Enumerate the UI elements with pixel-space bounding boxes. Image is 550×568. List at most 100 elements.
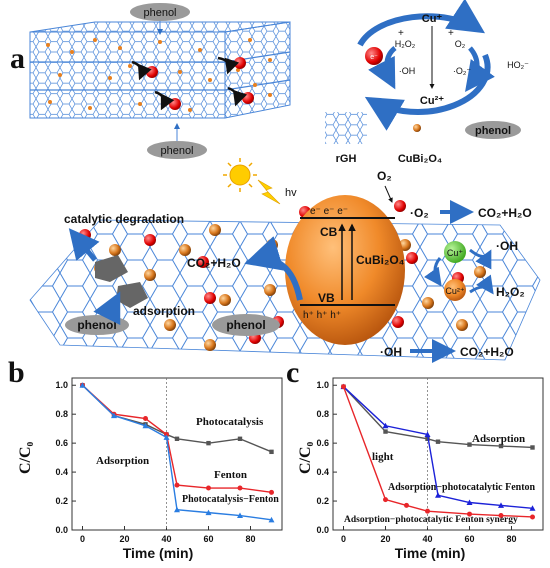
- right-reactions: O₂ ·O₂ CO₂+H₂O ·OH H₂O₂ Cu⁺ Cu²⁺ ·OH CO₂…: [377, 169, 532, 363]
- legend-cubi2o4: CuBi₂O₄: [398, 153, 442, 165]
- particle-label: CuBi₂O₄: [356, 253, 405, 267]
- adsorption-label: adsorption: [133, 304, 195, 318]
- x-tick-label: 40: [161, 534, 171, 544]
- x-tick-label: 0: [341, 534, 346, 544]
- y-tick-label: 0.4: [316, 467, 329, 477]
- data-point: [206, 440, 211, 446]
- y-tick-label: 0.8: [316, 409, 329, 419]
- svg-text:+: +: [448, 28, 454, 39]
- data-point: [79, 382, 86, 388]
- data-point: [382, 422, 389, 429]
- data-point: [205, 509, 212, 516]
- data-point: [268, 516, 275, 523]
- data-point: [467, 511, 472, 517]
- svg-text:+: +: [398, 28, 404, 39]
- data-point: [174, 436, 180, 441]
- y-tick-label: 0.4: [55, 467, 68, 477]
- x-tick-label: 40: [422, 534, 432, 544]
- panel-b-letter: b: [8, 356, 25, 389]
- y-tick-label: 0.2: [316, 496, 329, 506]
- data-point: [269, 489, 274, 495]
- left-labels: catalytic degradation adsorption CO₂+H₂O…: [64, 212, 303, 336]
- sun-icon: [223, 158, 257, 192]
- data-point: [206, 485, 211, 491]
- data-point: [467, 442, 472, 447]
- x-tick-label: 20: [119, 534, 129, 544]
- svg-text:O₂: O₂: [377, 169, 392, 183]
- y-tick-label: 0.0: [55, 525, 68, 535]
- data-point: [163, 434, 170, 440]
- svg-text:CO₂+H₂O: CO₂+H₂O: [187, 256, 241, 270]
- panel-c-letter: c: [286, 356, 299, 389]
- data-point: [435, 439, 441, 444]
- y-tick-label: 0.6: [55, 438, 68, 448]
- data-point: [498, 502, 504, 508]
- svg-text:phenol: phenol: [160, 145, 193, 157]
- catalytic-degradation-label: catalytic degradation: [64, 212, 184, 226]
- y-tick-label: 0.6: [316, 438, 329, 448]
- chart-c-xlabel: Time (min): [395, 545, 466, 561]
- sheet-electrons: [131, 56, 254, 111]
- data-point: [529, 505, 536, 511]
- lightning-icon: [257, 179, 281, 205]
- svg-text:O₂: O₂: [455, 39, 466, 49]
- cb-label: CB: [320, 225, 338, 239]
- cycle-cu-plus: Cu⁺: [422, 13, 443, 25]
- y-tick-label: 1.0: [55, 380, 68, 390]
- panel-a-letter: a: [10, 42, 25, 75]
- svg-text:phenol: phenol: [143, 7, 176, 19]
- svg-text:Cu²⁺: Cu²⁺: [445, 286, 465, 296]
- chart-c-ylabel: C/C₀: [297, 441, 314, 474]
- chart-c-label-apf: Adsorption−photocatalytic Fenton: [388, 482, 536, 493]
- svg-text:·OH: ·OH: [399, 66, 416, 76]
- chart-b-label-fenton: Fenton: [214, 469, 247, 481]
- series-line: [82, 384, 272, 494]
- legend: rGH CuBi₂O₄ phenol: [325, 112, 521, 165]
- chart-b-xlabel: Time (min): [123, 545, 194, 561]
- data-point: [498, 443, 504, 449]
- svg-text:·O₂: ·O₂: [410, 206, 429, 220]
- svg-text:h⁺ h⁺ h⁺: h⁺ h⁺ h⁺: [303, 310, 341, 321]
- data-point: [424, 431, 431, 437]
- svg-text:e⁻ e⁻ e⁻: e⁻ e⁻ e⁻: [310, 206, 348, 217]
- data-point: [530, 514, 535, 520]
- x-tick-label: 0: [80, 534, 85, 544]
- plot-frame: [71, 377, 283, 531]
- svg-text:e⁻: e⁻: [370, 54, 378, 61]
- data-point: [383, 497, 388, 503]
- chart-b-ylabel: C/C₀: [17, 441, 34, 474]
- cu-redox-cycle: e⁻ Cu⁺ Cu²⁺ H₂O₂ ·OH O₂ ·O₂⁻ HO₂⁻ + +: [357, 0, 529, 131]
- y-tick-label: 0.0: [316, 525, 329, 535]
- chart-c-label-adsorption: Adsorption: [472, 433, 525, 445]
- x-tick-label: 80: [245, 534, 255, 544]
- data-point: [498, 513, 504, 519]
- data-point: [425, 436, 430, 441]
- data-point: [404, 502, 409, 508]
- data-point: [143, 416, 148, 422]
- data-point: [111, 412, 117, 419]
- y-tick-label: 0.8: [55, 409, 68, 419]
- svg-text:Cu⁺: Cu⁺: [447, 248, 464, 258]
- stacked-graphene-sheets: [29, 21, 291, 119]
- data-point: [237, 436, 243, 441]
- chart-c-label-light: light: [372, 451, 394, 463]
- data-point: [174, 506, 180, 513]
- data-point: [269, 449, 274, 455]
- data-point: [466, 499, 473, 505]
- data-point: [425, 508, 430, 514]
- data-point: [142, 422, 149, 429]
- y-tick-label: 1.0: [316, 380, 329, 390]
- svg-text:H₂O₂: H₂O₂: [395, 39, 416, 49]
- chart-b-label-adsorption: Adsorption: [96, 455, 149, 467]
- svg-text:phenol: phenol: [475, 125, 511, 137]
- x-tick-label: 80: [506, 534, 516, 544]
- plot-frame: [332, 377, 544, 531]
- svg-text:·O₂⁻: ·O₂⁻: [453, 66, 471, 76]
- data-point: [341, 384, 346, 390]
- svg-text:·OH: ·OH: [380, 345, 402, 359]
- svg-text:CO₂+H₂O: CO₂+H₂O: [478, 206, 532, 220]
- data-point: [237, 485, 243, 491]
